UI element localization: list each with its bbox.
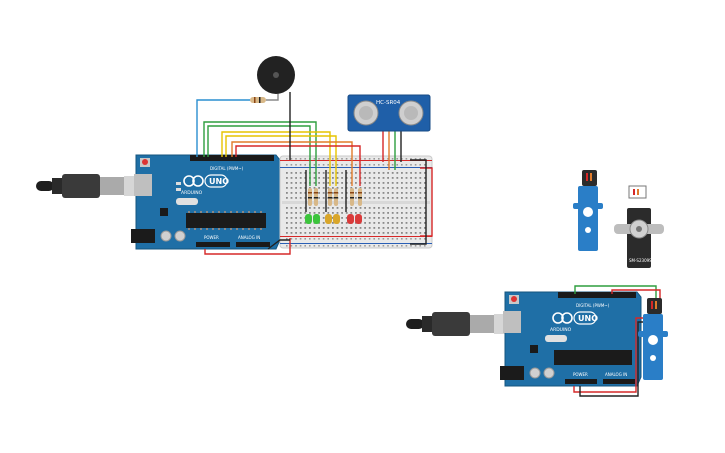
led-icon [305,214,312,224]
arduino-brand-text: ARDUINO [181,190,203,196]
digital-header-label: DIGITAL (PWM~) [210,166,244,171]
led-icon [355,214,362,224]
usb-cable-second[interactable] [406,312,510,336]
arduino-logo: UNO ARDUINO [181,174,229,196]
arduino-brand-text-2: ARDUINO [550,327,572,333]
resistor-icon [314,188,318,206]
piezo-buzzer-icon[interactable] [257,56,295,94]
servo-small-bottom[interactable] [638,298,668,380]
resistor-icon[interactable] [250,97,266,103]
resistor-icon [350,188,354,206]
resistor-icon [308,188,312,206]
servo-large-label: SM-S2309S [629,258,652,263]
led-icon [333,214,340,224]
uno-logo-text: UNO [209,177,229,186]
resistor-icon [328,188,332,206]
uno-logo-text-2: UNO [578,314,598,323]
power-header-label: POWER [204,235,219,240]
led-icon [347,214,354,224]
led-icon [325,214,332,224]
power-header-label-2: POWER [573,372,588,377]
led-icon [313,214,320,224]
digital-header-label-2: DIGITAL (PWM~) [576,303,610,308]
arduino-uno-second[interactable]: DIGITAL (PWM~) UNO ARDUINO POWER ANALOG … [500,291,642,387]
analog-header-label-2: ANALOG IN [605,372,627,377]
breadboard-holes [286,158,426,247]
analog-header-label: ANALOG IN [238,235,260,240]
servo-motor-icon[interactable]: SM-S2309S [614,185,664,268]
wires-second [573,285,661,397]
arduino-uno-main[interactable]: DIGITAL (PWM~) UNO ARDUINO [131,154,281,250]
resistor-icon [358,188,362,206]
usb-cable-main[interactable] [36,174,140,198]
breadboard[interactable] [279,155,433,249]
ultrasonic-label: HC-SR04 [376,100,401,106]
wires-main [196,86,433,255]
led-resistors [308,188,362,206]
arduino-logo-2: UNO ARDUINO [550,311,598,333]
ultrasonic-sensor-icon[interactable]: HC-SR04 [347,94,431,132]
servo-small-top[interactable] [573,170,603,251]
resistor-icon [334,188,338,206]
led-row[interactable] [305,214,362,224]
